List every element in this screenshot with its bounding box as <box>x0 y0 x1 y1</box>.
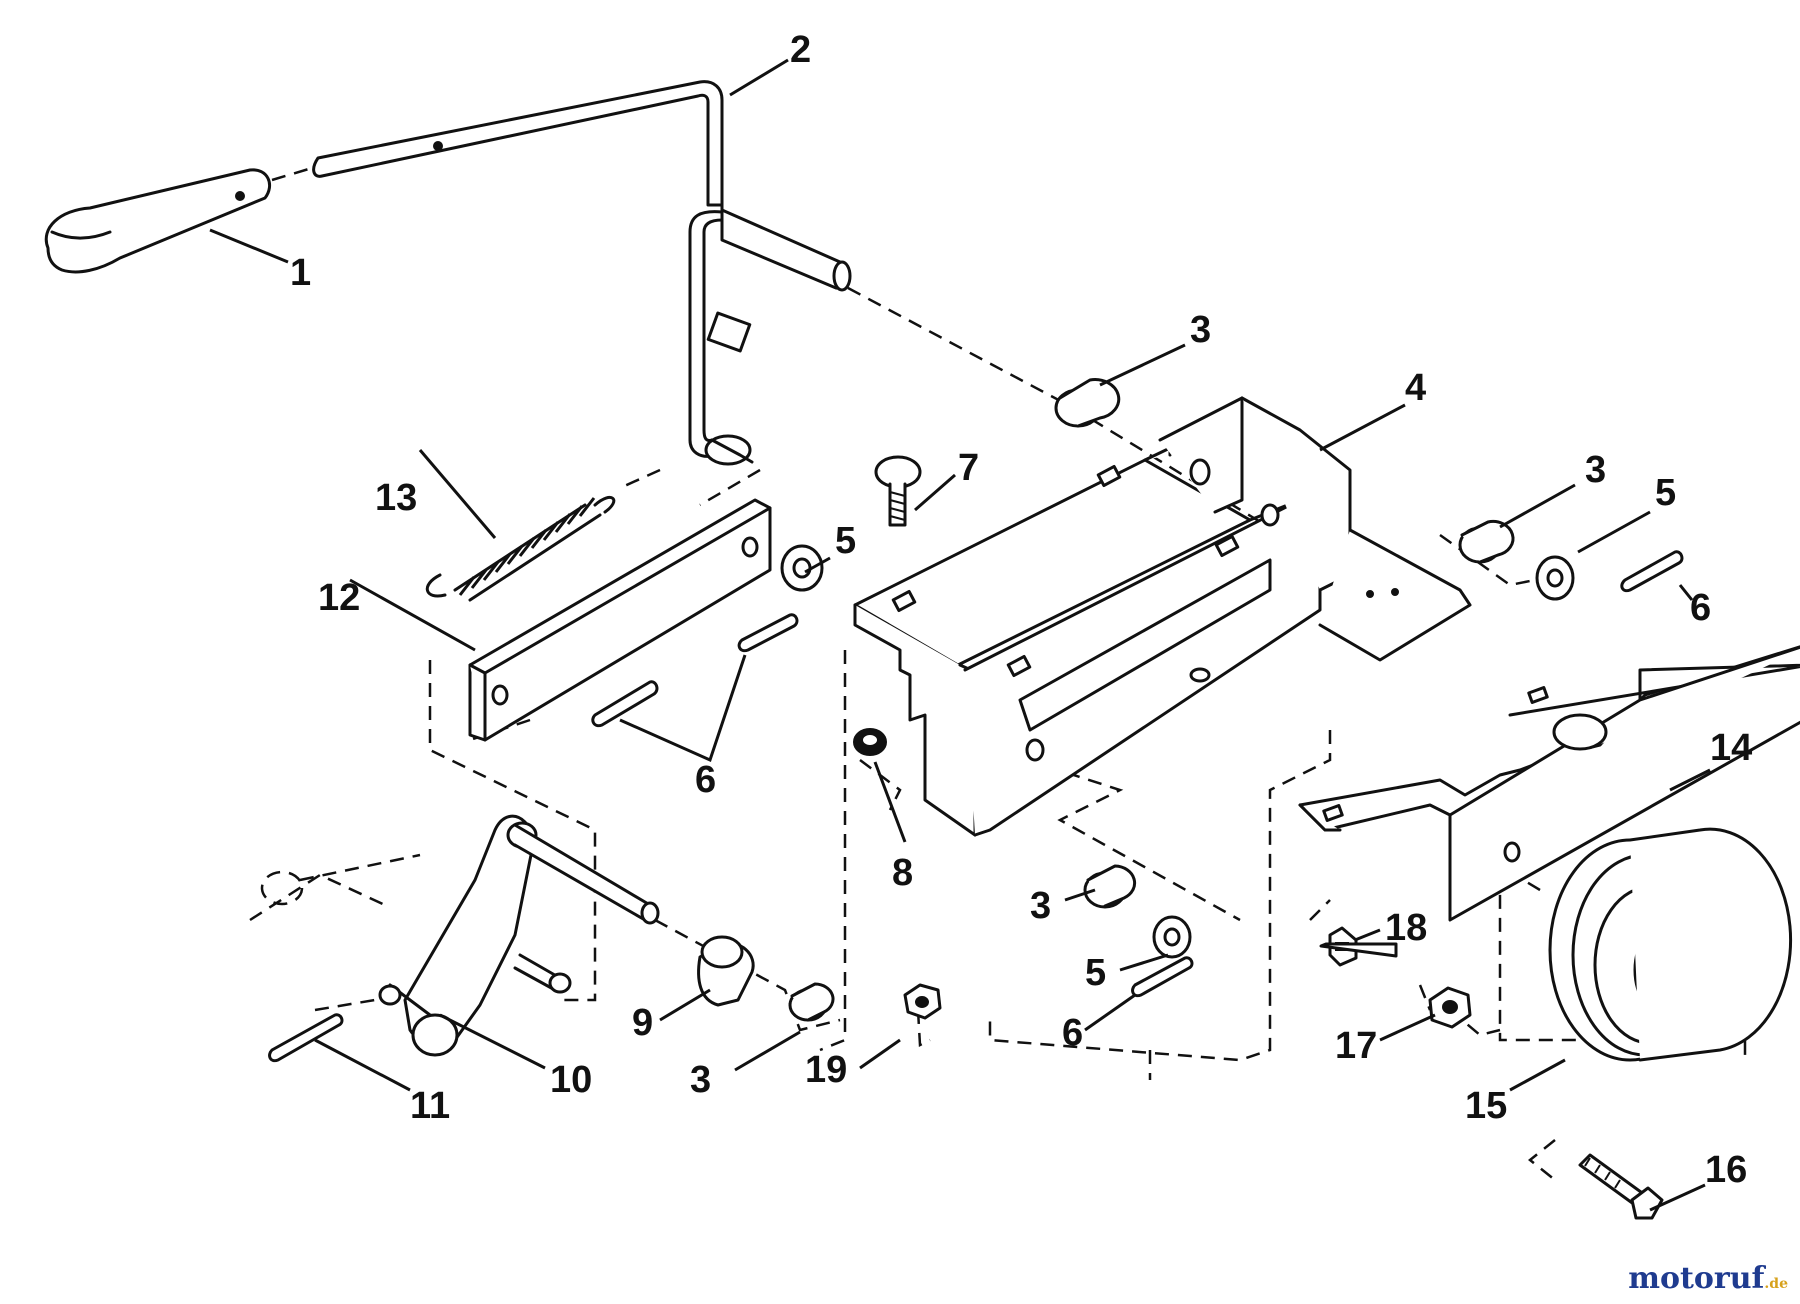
cotter-pin <box>1131 956 1194 998</box>
watermark-suffix: .de <box>1764 1276 1788 1292</box>
callout-15: 15 <box>1465 1085 1507 1127</box>
callout-11: 11 <box>410 1085 450 1127</box>
callout-17: 17 <box>1335 1025 1377 1067</box>
bushing <box>1458 520 1515 564</box>
callout-4: 4 <box>1405 367 1426 409</box>
callout-14: 14 <box>1710 727 1752 769</box>
hex-screw <box>1319 926 1398 967</box>
pivot-plate <box>378 814 660 1057</box>
hex-bolt <box>1578 1153 1664 1220</box>
flange-nut <box>903 983 942 1020</box>
callout-8: 8 <box>892 852 913 894</box>
callout-7: 7 <box>958 447 979 489</box>
callout-5: 5 <box>1655 472 1676 514</box>
callout-6: 6 <box>695 759 716 801</box>
callout-12: 12 <box>318 577 360 619</box>
cotter-pin <box>591 680 659 728</box>
spacer <box>697 935 755 1007</box>
callout-10: 10 <box>550 1059 592 1101</box>
bushing <box>1054 378 1121 428</box>
extension-spring <box>426 495 616 602</box>
callout-labels: 1 2 3 4 3 5 6 7 13 12 5 6 8 9 3 19 10 11… <box>290 29 1752 1191</box>
callout-19: 19 <box>805 1049 847 1091</box>
flat-bar <box>468 498 772 742</box>
callout-5: 5 <box>835 520 856 562</box>
mounting-bracket <box>853 396 1472 837</box>
bushing <box>1083 864 1137 909</box>
callout-6: 6 <box>1690 587 1711 629</box>
spring-hook-outline <box>260 853 421 906</box>
callout-3: 3 <box>1585 449 1606 491</box>
bushing <box>788 982 835 1022</box>
idler-arm <box>1298 645 1800 922</box>
callout-3: 3 <box>1030 885 1051 927</box>
hex-nut <box>853 728 887 756</box>
callout-13: 13 <box>375 477 417 519</box>
washer <box>780 544 824 592</box>
callout-3: 3 <box>690 1059 711 1101</box>
lock-nut <box>1428 986 1472 1029</box>
idler-pulley <box>1548 827 1793 1062</box>
carriage-bolt <box>874 455 922 527</box>
watermark-logo: motoruf.de <box>1628 1261 1788 1296</box>
control-rod <box>312 80 852 466</box>
washer <box>1535 555 1575 601</box>
handle-grip <box>44 168 271 274</box>
callout-18: 18 <box>1385 907 1427 949</box>
cotter-pin <box>268 1013 344 1063</box>
cotter-pin <box>1620 550 1684 593</box>
callout-3: 3 <box>1190 309 1211 351</box>
callout-6: 6 <box>1062 1012 1083 1054</box>
callout-5: 5 <box>1085 952 1106 994</box>
callout-1: 1 <box>290 252 311 294</box>
washer <box>1152 915 1192 959</box>
watermark-text: motoruf <box>1628 1261 1765 1296</box>
leader-lines <box>209 58 1711 1212</box>
callout-2: 2 <box>790 29 811 71</box>
cotter-pin <box>737 613 799 653</box>
callout-9: 9 <box>632 1002 653 1044</box>
callout-16: 16 <box>1705 1149 1747 1191</box>
